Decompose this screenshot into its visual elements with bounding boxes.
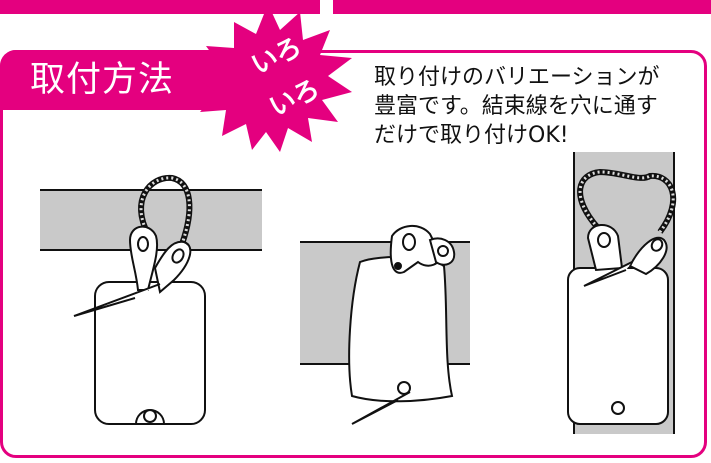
title-tab (0, 50, 222, 110)
top-accent-bar-left (0, 0, 320, 14)
section-title: 取付方法 (30, 60, 175, 100)
method-panel (0, 50, 707, 458)
vertical-pipe-tag-icon (567, 152, 677, 434)
description-line-1: 取り付けのバリエーションが (374, 65, 660, 90)
description-line-2: 豊富です。結束線を穴に通す (374, 94, 658, 119)
description-text: 取り付けのバリエーションが 豊富です。結束線を穴に通す だけで取り付けOK! (374, 63, 704, 150)
description-line-3: だけで取り付けOK! (374, 123, 569, 148)
starburst-icon (196, 4, 352, 152)
top-accent-bar-right (333, 0, 711, 14)
horizontal-pipe-hanging-tag-icon (40, 174, 262, 425)
horizontal-pipe-wrapped-tag-icon (300, 225, 470, 425)
